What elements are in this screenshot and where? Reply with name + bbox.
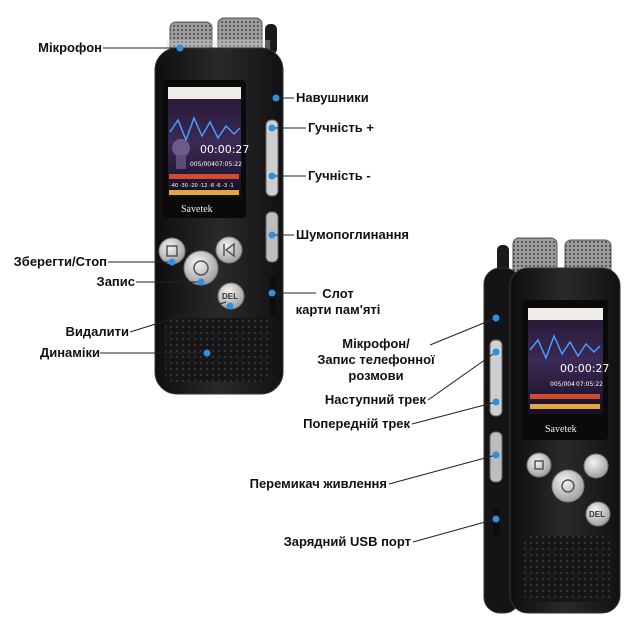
side-speaker-grill <box>524 536 612 602</box>
side-screen: 00:00:27 005/004 07:05:22 Savetek <box>522 300 609 440</box>
front-speaker-grill <box>165 318 271 382</box>
label-card-slot: Слот карти пам'яті <box>288 286 388 318</box>
label-power-switch: Перемикач живлення <box>249 476 387 491</box>
label-microphone: Мікрофон <box>38 40 102 55</box>
callout-lines <box>100 47 497 543</box>
label-usb-port: Зарядний USB порт <box>283 534 411 549</box>
front-recorder: 00:00:27 005/004 07:05:22 -40 -30 -20 -1… <box>154 17 284 395</box>
label-card-slot-line1: Слот <box>322 286 354 301</box>
screen-timer: 00:00:27 <box>200 143 249 156</box>
label-mic-line3: розмови <box>348 368 404 383</box>
label-speaker: Динаміки <box>39 345 100 360</box>
label-noise-cancel: Шумопоглинання <box>296 227 410 242</box>
side-recorder: 00:00:27 005/004 07:05:22 Savetek DEL <box>483 237 621 614</box>
brand-side: Savetek <box>545 424 577 435</box>
label-next-track: Наступний трек <box>324 392 426 407</box>
label-volume-down: Гучність - <box>308 168 371 183</box>
screen-counter-side: 005/004 <box>550 381 575 388</box>
front-screen: 00:00:27 005/004 07:05:22 -40 -30 -20 -1… <box>163 80 249 218</box>
screen-meter: -40 -30 -20 -12 -8 -6 -3 -1 <box>170 183 234 189</box>
screen-clock-side: 07:05:22 <box>576 381 603 388</box>
label-prev-track: Попередній трек <box>303 416 410 431</box>
brand-front: Savetek <box>181 204 213 215</box>
label-volume-up: Гучність + <box>308 120 374 135</box>
label-mic-line1: Мікрофон/ <box>342 336 410 351</box>
del-label-front: DEL <box>222 292 238 301</box>
callout-markers <box>168 44 500 523</box>
label-mic-phone-record: Мікрофон/ Запис телефонної розмови <box>306 336 446 384</box>
del-label-side: DEL <box>589 510 605 519</box>
label-save-stop: Зберегти/Стоп <box>13 254 107 269</box>
side-front-buttons: DEL <box>526 452 611 527</box>
label-delete: Видалити <box>65 324 129 339</box>
front-buttons: DEL <box>158 236 245 310</box>
screen-counter: 005/004 <box>190 161 215 168</box>
label-card-slot-line2: карти пам'яті <box>295 302 381 317</box>
screen-timer-side: 00:00:27 <box>560 362 609 375</box>
screen-clock: 07:05:22 <box>215 161 242 168</box>
label-record: Запис <box>96 274 135 289</box>
label-mic-line2: Запис телефонної <box>317 352 435 367</box>
label-headphones: Навушники <box>296 90 369 105</box>
